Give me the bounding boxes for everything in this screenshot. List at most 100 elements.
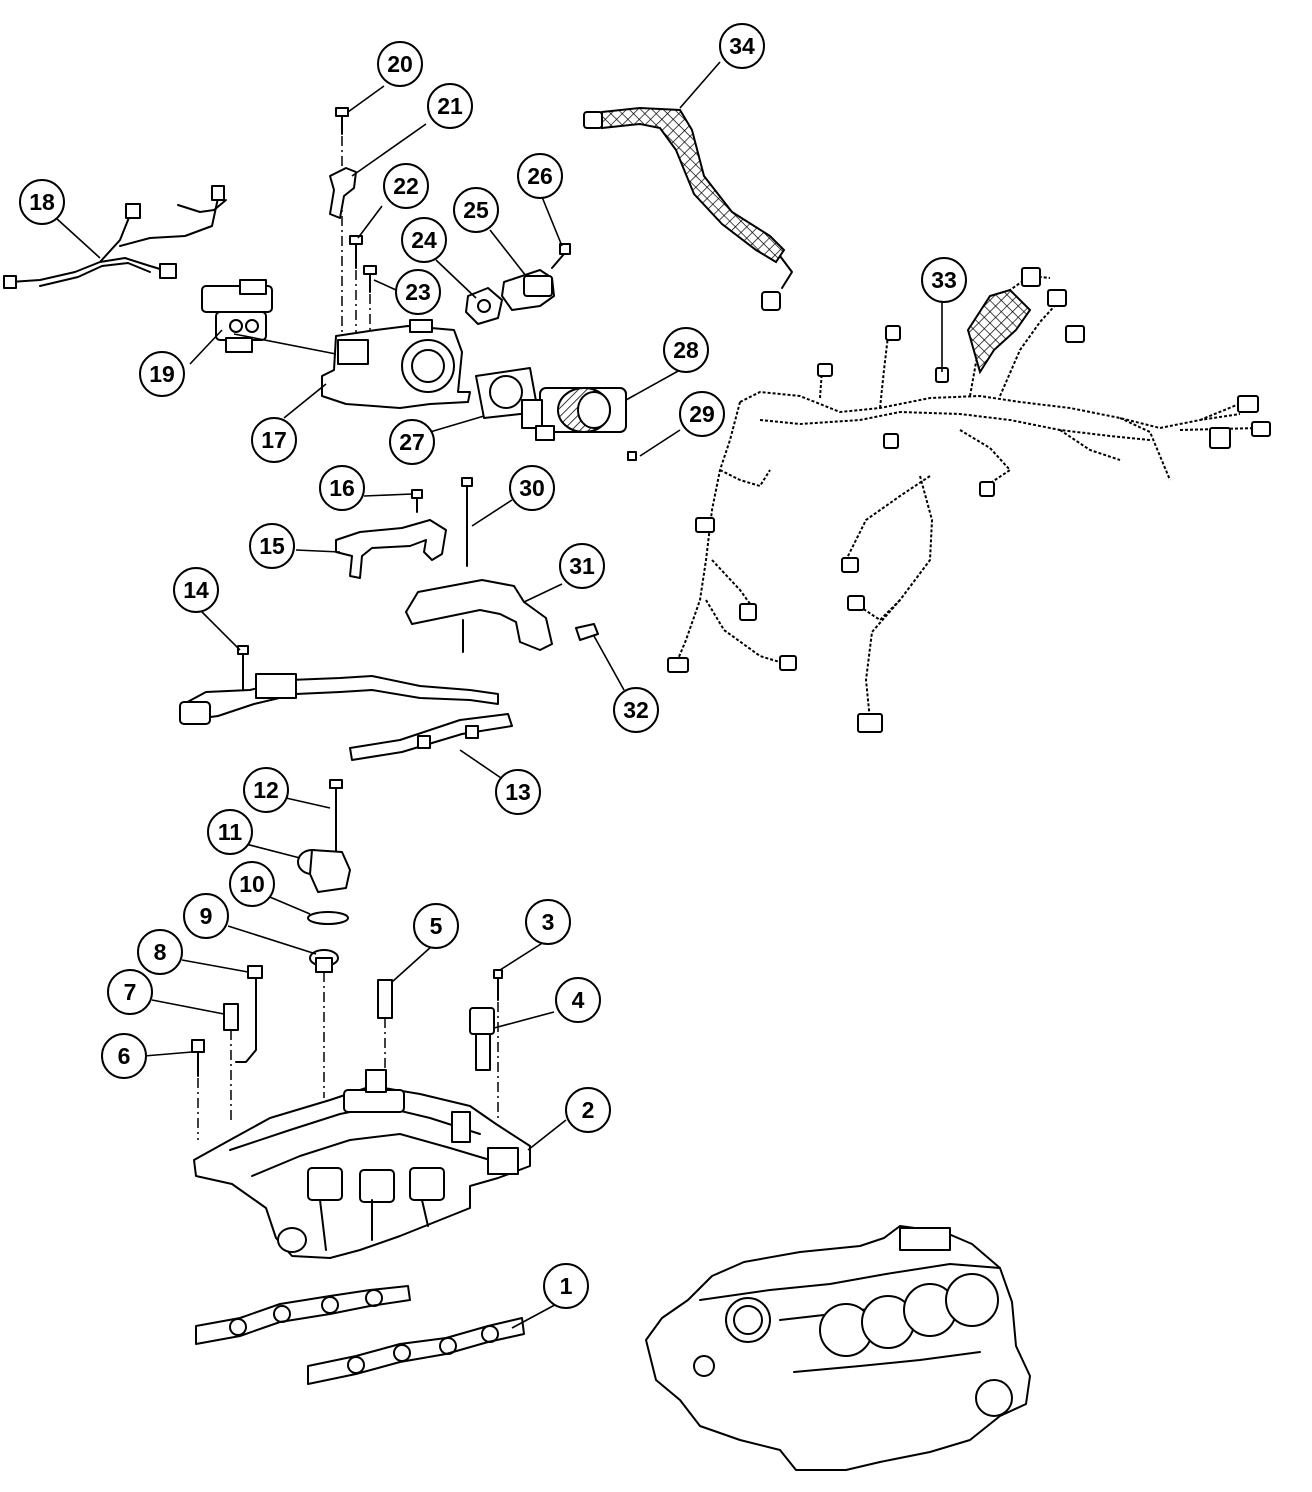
- part-11-thermostat-housing: [297, 849, 351, 893]
- callout-number: 23: [405, 279, 431, 305]
- callout-circle: [613, 687, 659, 733]
- callout-circle: [319, 465, 365, 511]
- callout-number: 2: [582, 1097, 595, 1123]
- part-21-bracket: [329, 167, 357, 219]
- callout-number: 15: [259, 533, 285, 559]
- callout-number: 25: [463, 197, 489, 223]
- callout-number: 7: [124, 979, 137, 1005]
- callout-33: 33: [921, 257, 967, 303]
- callout-number: 33: [931, 267, 957, 293]
- part-18-wiring-pigtail: [3, 185, 227, 289]
- callout-circle: [395, 269, 441, 315]
- part-26-screw: [551, 243, 571, 269]
- leader-lines: [55, 61, 943, 1329]
- callout-number: 30: [519, 475, 545, 501]
- callout-13: 13: [495, 769, 541, 815]
- callout-circle: [19, 179, 65, 225]
- callout-circle: [107, 969, 153, 1015]
- callout-circle: [559, 543, 605, 589]
- callout-circle: [719, 23, 765, 69]
- callout-circle: [543, 1263, 589, 1309]
- callout-26: 26: [517, 153, 563, 199]
- callout-number: 18: [29, 189, 55, 215]
- part-7-sensor: [223, 1003, 239, 1120]
- part-32-screw: [575, 623, 599, 641]
- callout-5: 5: [413, 903, 459, 949]
- part-14-fuel-rail: [179, 645, 499, 725]
- callout-1: 1: [543, 1263, 589, 1309]
- callout-circle: [495, 769, 541, 815]
- callout-number: 14: [183, 577, 209, 603]
- part-4-sensor: [469, 1007, 495, 1071]
- callout-30: 30: [509, 465, 555, 511]
- callout-circle: [183, 893, 229, 939]
- callout-number: 21: [437, 93, 463, 119]
- callout-circle: [921, 257, 967, 303]
- part-33-wiring-harness: [667, 267, 1271, 733]
- callout-circle: [207, 809, 253, 855]
- callout-24: 24: [401, 217, 447, 263]
- part-2-intake-manifold: [193, 1069, 531, 1259]
- part-17-throttle-adapter: [321, 319, 471, 409]
- callout-number: 10: [239, 871, 265, 897]
- callout-circle: [401, 217, 447, 263]
- callout-6: 6: [101, 1033, 147, 1079]
- callout-circle: [243, 767, 289, 813]
- part-12-bolt: [329, 779, 343, 853]
- callout-10: 10: [229, 861, 275, 907]
- callout-circle: [427, 83, 473, 129]
- callout-number: 19: [149, 361, 175, 387]
- callout-number: 12: [253, 777, 279, 803]
- part-3-bolt: [493, 969, 503, 1120]
- part-9-thermostat: [309, 949, 339, 1098]
- callout-27: 27: [389, 419, 435, 465]
- callout-number: 20: [387, 51, 413, 77]
- callout-number: 28: [673, 337, 699, 363]
- callout-32: 32: [613, 687, 659, 733]
- callout-18: 18: [19, 179, 65, 225]
- callout-circle: [137, 929, 183, 975]
- callout-8: 8: [137, 929, 183, 975]
- callout-number: 9: [200, 903, 213, 929]
- part-23-bolt: [363, 265, 377, 334]
- callout-21: 21: [427, 83, 473, 129]
- callout-number: 6: [118, 1043, 131, 1069]
- callout-number: 22: [393, 173, 419, 199]
- callout-19: 19: [139, 351, 185, 397]
- callout-25: 25: [453, 187, 499, 233]
- callout-11: 11: [207, 809, 253, 855]
- callout-circle: [383, 163, 429, 209]
- callout-circle: [453, 187, 499, 233]
- callout-circle: [139, 351, 185, 397]
- part-22-bolt: [349, 235, 363, 338]
- callout-9: 9: [183, 893, 229, 939]
- callout-16: 16: [319, 465, 365, 511]
- part-8-sensor: [235, 965, 263, 1063]
- callout-number: 29: [689, 401, 715, 427]
- callout-circle: [249, 523, 295, 569]
- callout-29: 29: [679, 391, 725, 437]
- callout-2: 2: [565, 1087, 611, 1133]
- callout-20: 20: [377, 41, 423, 87]
- engine-block: [645, 1225, 1031, 1471]
- callout-circle: [389, 419, 435, 465]
- callout-17: 17: [251, 417, 297, 463]
- callout-number: 27: [399, 429, 425, 455]
- callout-circle: [413, 903, 459, 949]
- callout-circle: [679, 391, 725, 437]
- callout-22: 22: [383, 163, 429, 209]
- callout-14: 14: [173, 567, 219, 613]
- callout-number: 16: [329, 475, 355, 501]
- part-25-sensor: [501, 269, 555, 311]
- callout-number: 1: [560, 1273, 573, 1299]
- callout-circle: [377, 41, 423, 87]
- part-13-fuel-rail-lower: [349, 713, 513, 761]
- callout-circle: [565, 1087, 611, 1133]
- callout-3: 3: [525, 899, 571, 945]
- part-28-throttle-body: [521, 387, 627, 441]
- callout-circle: [173, 567, 219, 613]
- callout-circle: [101, 1033, 147, 1079]
- callout-15: 15: [249, 523, 295, 569]
- callout-circle: [555, 977, 601, 1023]
